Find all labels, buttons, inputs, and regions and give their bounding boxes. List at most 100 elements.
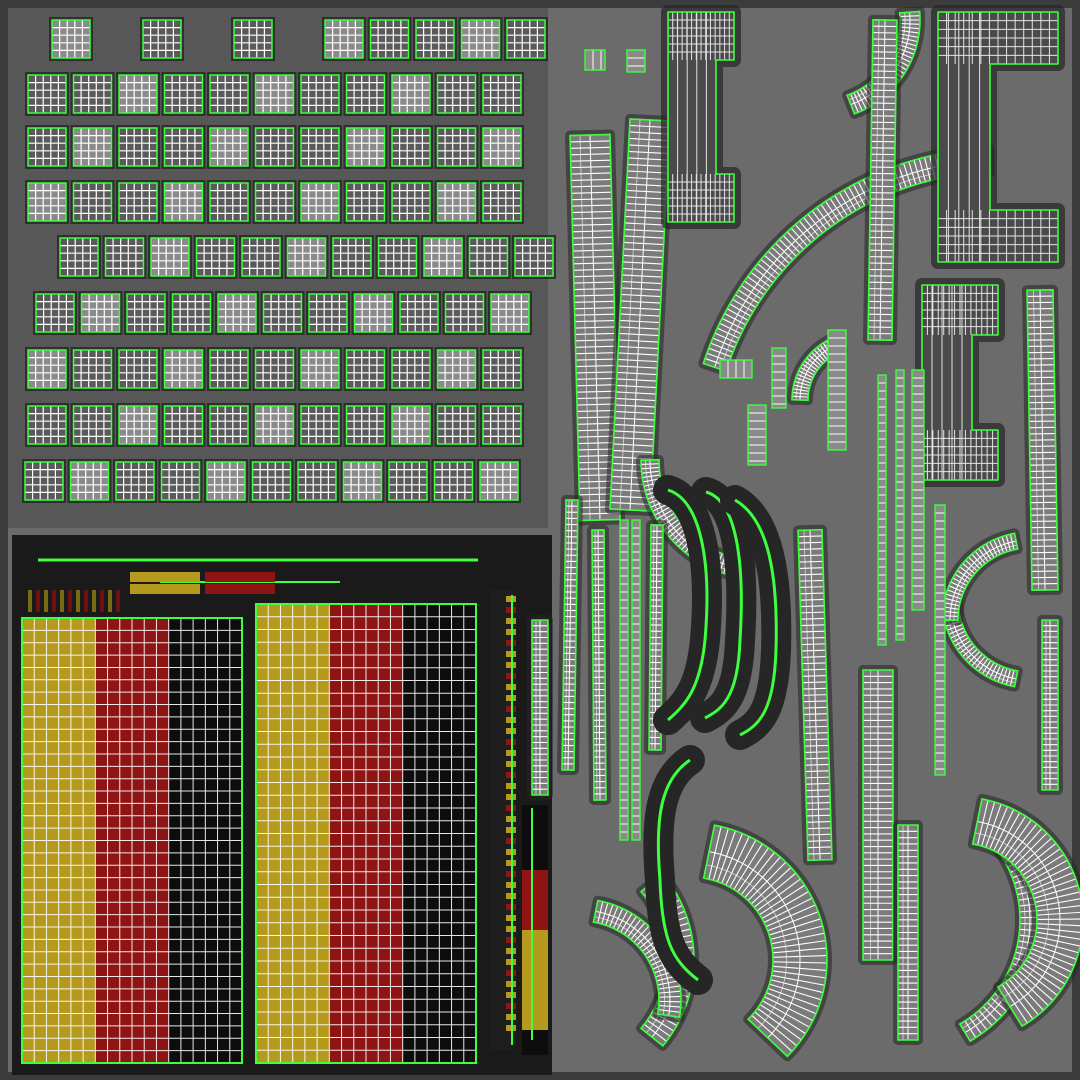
tile-island[interactable] xyxy=(207,180,251,224)
tile-island[interactable] xyxy=(231,17,275,61)
thin-strip-b[interactable] xyxy=(587,524,611,806)
tile-island[interactable] xyxy=(22,459,66,503)
tile-island[interactable] xyxy=(367,17,412,61)
tile-island[interactable] xyxy=(140,17,184,61)
tile-island[interactable] xyxy=(33,291,77,335)
tile-island[interactable] xyxy=(330,235,374,279)
tile-island[interactable] xyxy=(25,125,69,169)
small-island[interactable] xyxy=(771,347,787,409)
tile-island[interactable] xyxy=(252,403,297,447)
tile-island[interactable] xyxy=(116,180,160,224)
tile-island[interactable] xyxy=(161,403,206,447)
bottom-arc-b[interactable] xyxy=(588,895,686,1023)
handle-island-2[interactable] xyxy=(931,5,1065,269)
vertical-strip-e[interactable] xyxy=(893,820,923,1045)
tile-island[interactable] xyxy=(343,125,388,169)
tile-island[interactable] xyxy=(298,125,342,169)
tile-island[interactable] xyxy=(252,347,297,391)
tile-island[interactable] xyxy=(389,180,433,224)
tile-island[interactable] xyxy=(306,291,350,335)
small-island[interactable] xyxy=(719,359,753,379)
tile-island[interactable] xyxy=(215,291,259,335)
tile-island[interactable] xyxy=(102,235,147,279)
tile-island[interactable] xyxy=(49,17,93,61)
tile-island[interactable] xyxy=(252,72,297,116)
flag-panel-right[interactable] xyxy=(255,603,477,1064)
tile-island[interactable] xyxy=(207,72,251,116)
tile-island[interactable] xyxy=(386,459,430,503)
tile-island[interactable] xyxy=(343,180,388,224)
tile-island[interactable] xyxy=(207,125,251,169)
bottom-arc-c[interactable] xyxy=(698,820,832,1062)
tile-island[interactable] xyxy=(252,180,297,224)
tile-island[interactable] xyxy=(207,403,251,447)
tile-island[interactable] xyxy=(504,17,548,61)
tile-island[interactable] xyxy=(116,72,160,116)
tile-island[interactable] xyxy=(389,403,433,447)
tile-island[interactable] xyxy=(413,17,457,61)
tile-island[interactable] xyxy=(298,72,342,116)
tile-island[interactable] xyxy=(116,347,160,391)
tile-island[interactable] xyxy=(431,459,476,503)
tile-island[interactable] xyxy=(70,72,115,116)
tile-island[interactable] xyxy=(389,347,433,391)
tile-island[interactable] xyxy=(260,291,305,335)
vertical-strip-b[interactable] xyxy=(1022,284,1063,596)
tile-island[interactable] xyxy=(25,180,69,224)
tile-island[interactable] xyxy=(207,347,251,391)
small-island[interactable] xyxy=(827,329,847,451)
tile-island[interactable] xyxy=(57,235,101,279)
tile-island[interactable] xyxy=(70,403,115,447)
thin-strip-a[interactable] xyxy=(557,494,583,776)
tile-island[interactable] xyxy=(480,347,524,391)
tile-island[interactable] xyxy=(389,125,433,169)
tile-island[interactable] xyxy=(116,403,160,447)
tile-island[interactable] xyxy=(239,235,283,279)
tile-island[interactable] xyxy=(249,459,294,503)
small-island[interactable] xyxy=(747,404,767,466)
tile-island[interactable] xyxy=(298,403,342,447)
tile-island[interactable] xyxy=(70,180,115,224)
tile-island[interactable] xyxy=(477,459,521,503)
tile-island[interactable] xyxy=(351,291,396,335)
tile-island[interactable] xyxy=(116,125,160,169)
tile-island[interactable] xyxy=(113,459,157,503)
small-island[interactable] xyxy=(631,519,641,841)
tile-island[interactable] xyxy=(397,291,441,335)
tile-island[interactable] xyxy=(375,235,420,279)
tile-island[interactable] xyxy=(298,180,342,224)
tile-island[interactable] xyxy=(343,347,388,391)
tile-island[interactable] xyxy=(78,291,123,335)
tile-island[interactable] xyxy=(480,180,524,224)
small-island[interactable] xyxy=(911,369,925,611)
tile-island[interactable] xyxy=(434,403,479,447)
tile-island[interactable] xyxy=(25,347,69,391)
tile-island[interactable] xyxy=(161,72,206,116)
tile-island[interactable] xyxy=(421,235,465,279)
tile-island[interactable] xyxy=(124,291,168,335)
tile-island[interactable] xyxy=(434,125,479,169)
tile-island[interactable] xyxy=(322,17,366,61)
bottom-arc-e[interactable] xyxy=(967,793,1080,1032)
tile-island[interactable] xyxy=(389,72,433,116)
tile-island[interactable] xyxy=(70,347,115,391)
small-island[interactable] xyxy=(626,49,646,73)
tile-island[interactable] xyxy=(343,403,388,447)
tile-island[interactable] xyxy=(480,125,524,169)
vertical-strip-d[interactable] xyxy=(858,665,898,965)
vertical-strip-a[interactable] xyxy=(863,14,902,346)
tile-island[interactable] xyxy=(295,459,339,503)
small-island[interactable] xyxy=(877,374,887,646)
flag-panel-left[interactable] xyxy=(21,617,243,1064)
vertical-strip-f[interactable] xyxy=(1037,615,1063,795)
small-island[interactable] xyxy=(584,49,606,71)
tile-island[interactable] xyxy=(158,459,203,503)
tile-island[interactable] xyxy=(343,72,388,116)
tile-island[interactable] xyxy=(284,235,329,279)
tile-island[interactable] xyxy=(25,403,69,447)
tile-island[interactable] xyxy=(458,17,503,61)
tile-island[interactable] xyxy=(512,235,556,279)
tile-island[interactable] xyxy=(169,291,214,335)
tile-island[interactable] xyxy=(161,125,206,169)
tile-island[interactable] xyxy=(25,72,69,116)
